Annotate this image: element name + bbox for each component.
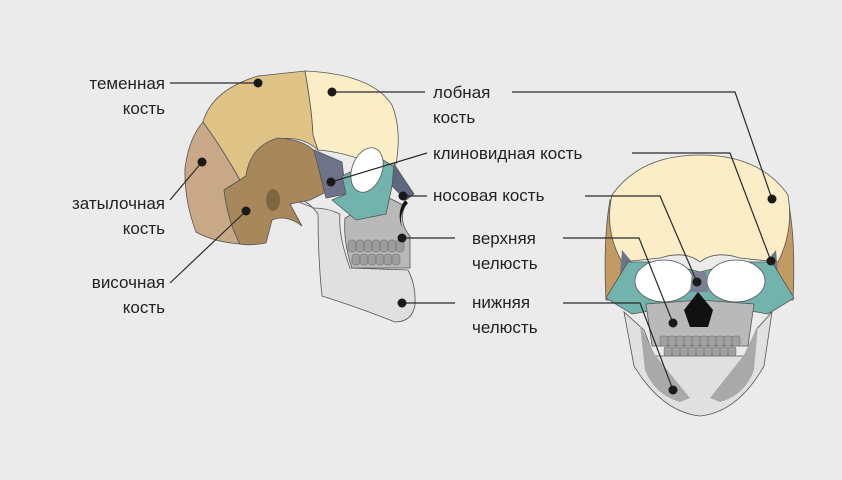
side-skull bbox=[184, 70, 416, 323]
label-maxilla-1: верхняя bbox=[472, 229, 536, 248]
nasal-cavity bbox=[399, 200, 408, 228]
front-orbit-right bbox=[706, 259, 766, 303]
label-mandible-1: нижняя bbox=[472, 293, 530, 312]
front-orbit-left bbox=[634, 259, 694, 303]
label-temporal-1: височная bbox=[92, 273, 165, 292]
front-nose-cavity bbox=[684, 292, 713, 327]
leader-lines bbox=[169, 78, 777, 395]
ear-canal bbox=[266, 189, 280, 211]
side-mandible bbox=[287, 197, 416, 323]
label-parietal-2: кость bbox=[123, 99, 165, 118]
side-teeth bbox=[347, 239, 405, 266]
side-frontal bbox=[304, 70, 399, 165]
front-mandible-shade-right bbox=[710, 325, 758, 402]
label-sphenoid: клиновидная кость bbox=[433, 144, 582, 163]
front-skull bbox=[604, 154, 795, 417]
label-frontal-1: лобная bbox=[433, 83, 490, 102]
label-mandible-2: челюсть bbox=[472, 318, 538, 337]
front-mandible-shade-left bbox=[640, 325, 690, 402]
label-temporal-2: кость bbox=[123, 298, 165, 317]
label-occipital-1: затылочная bbox=[72, 194, 165, 213]
label-frontal-2: кость bbox=[433, 108, 475, 127]
label-nasal: носовая кость bbox=[433, 186, 545, 205]
label-maxilla-2: челюсть bbox=[472, 254, 538, 273]
label-occipital-2: кость bbox=[123, 219, 165, 238]
side-parietal bbox=[202, 70, 319, 181]
label-parietal-1: теменная bbox=[89, 74, 165, 93]
front-teeth bbox=[659, 335, 741, 357]
side-orbit bbox=[350, 147, 384, 193]
labels: теменная кость затылочная кость височная… bbox=[72, 74, 582, 337]
side-nasal bbox=[391, 162, 415, 201]
